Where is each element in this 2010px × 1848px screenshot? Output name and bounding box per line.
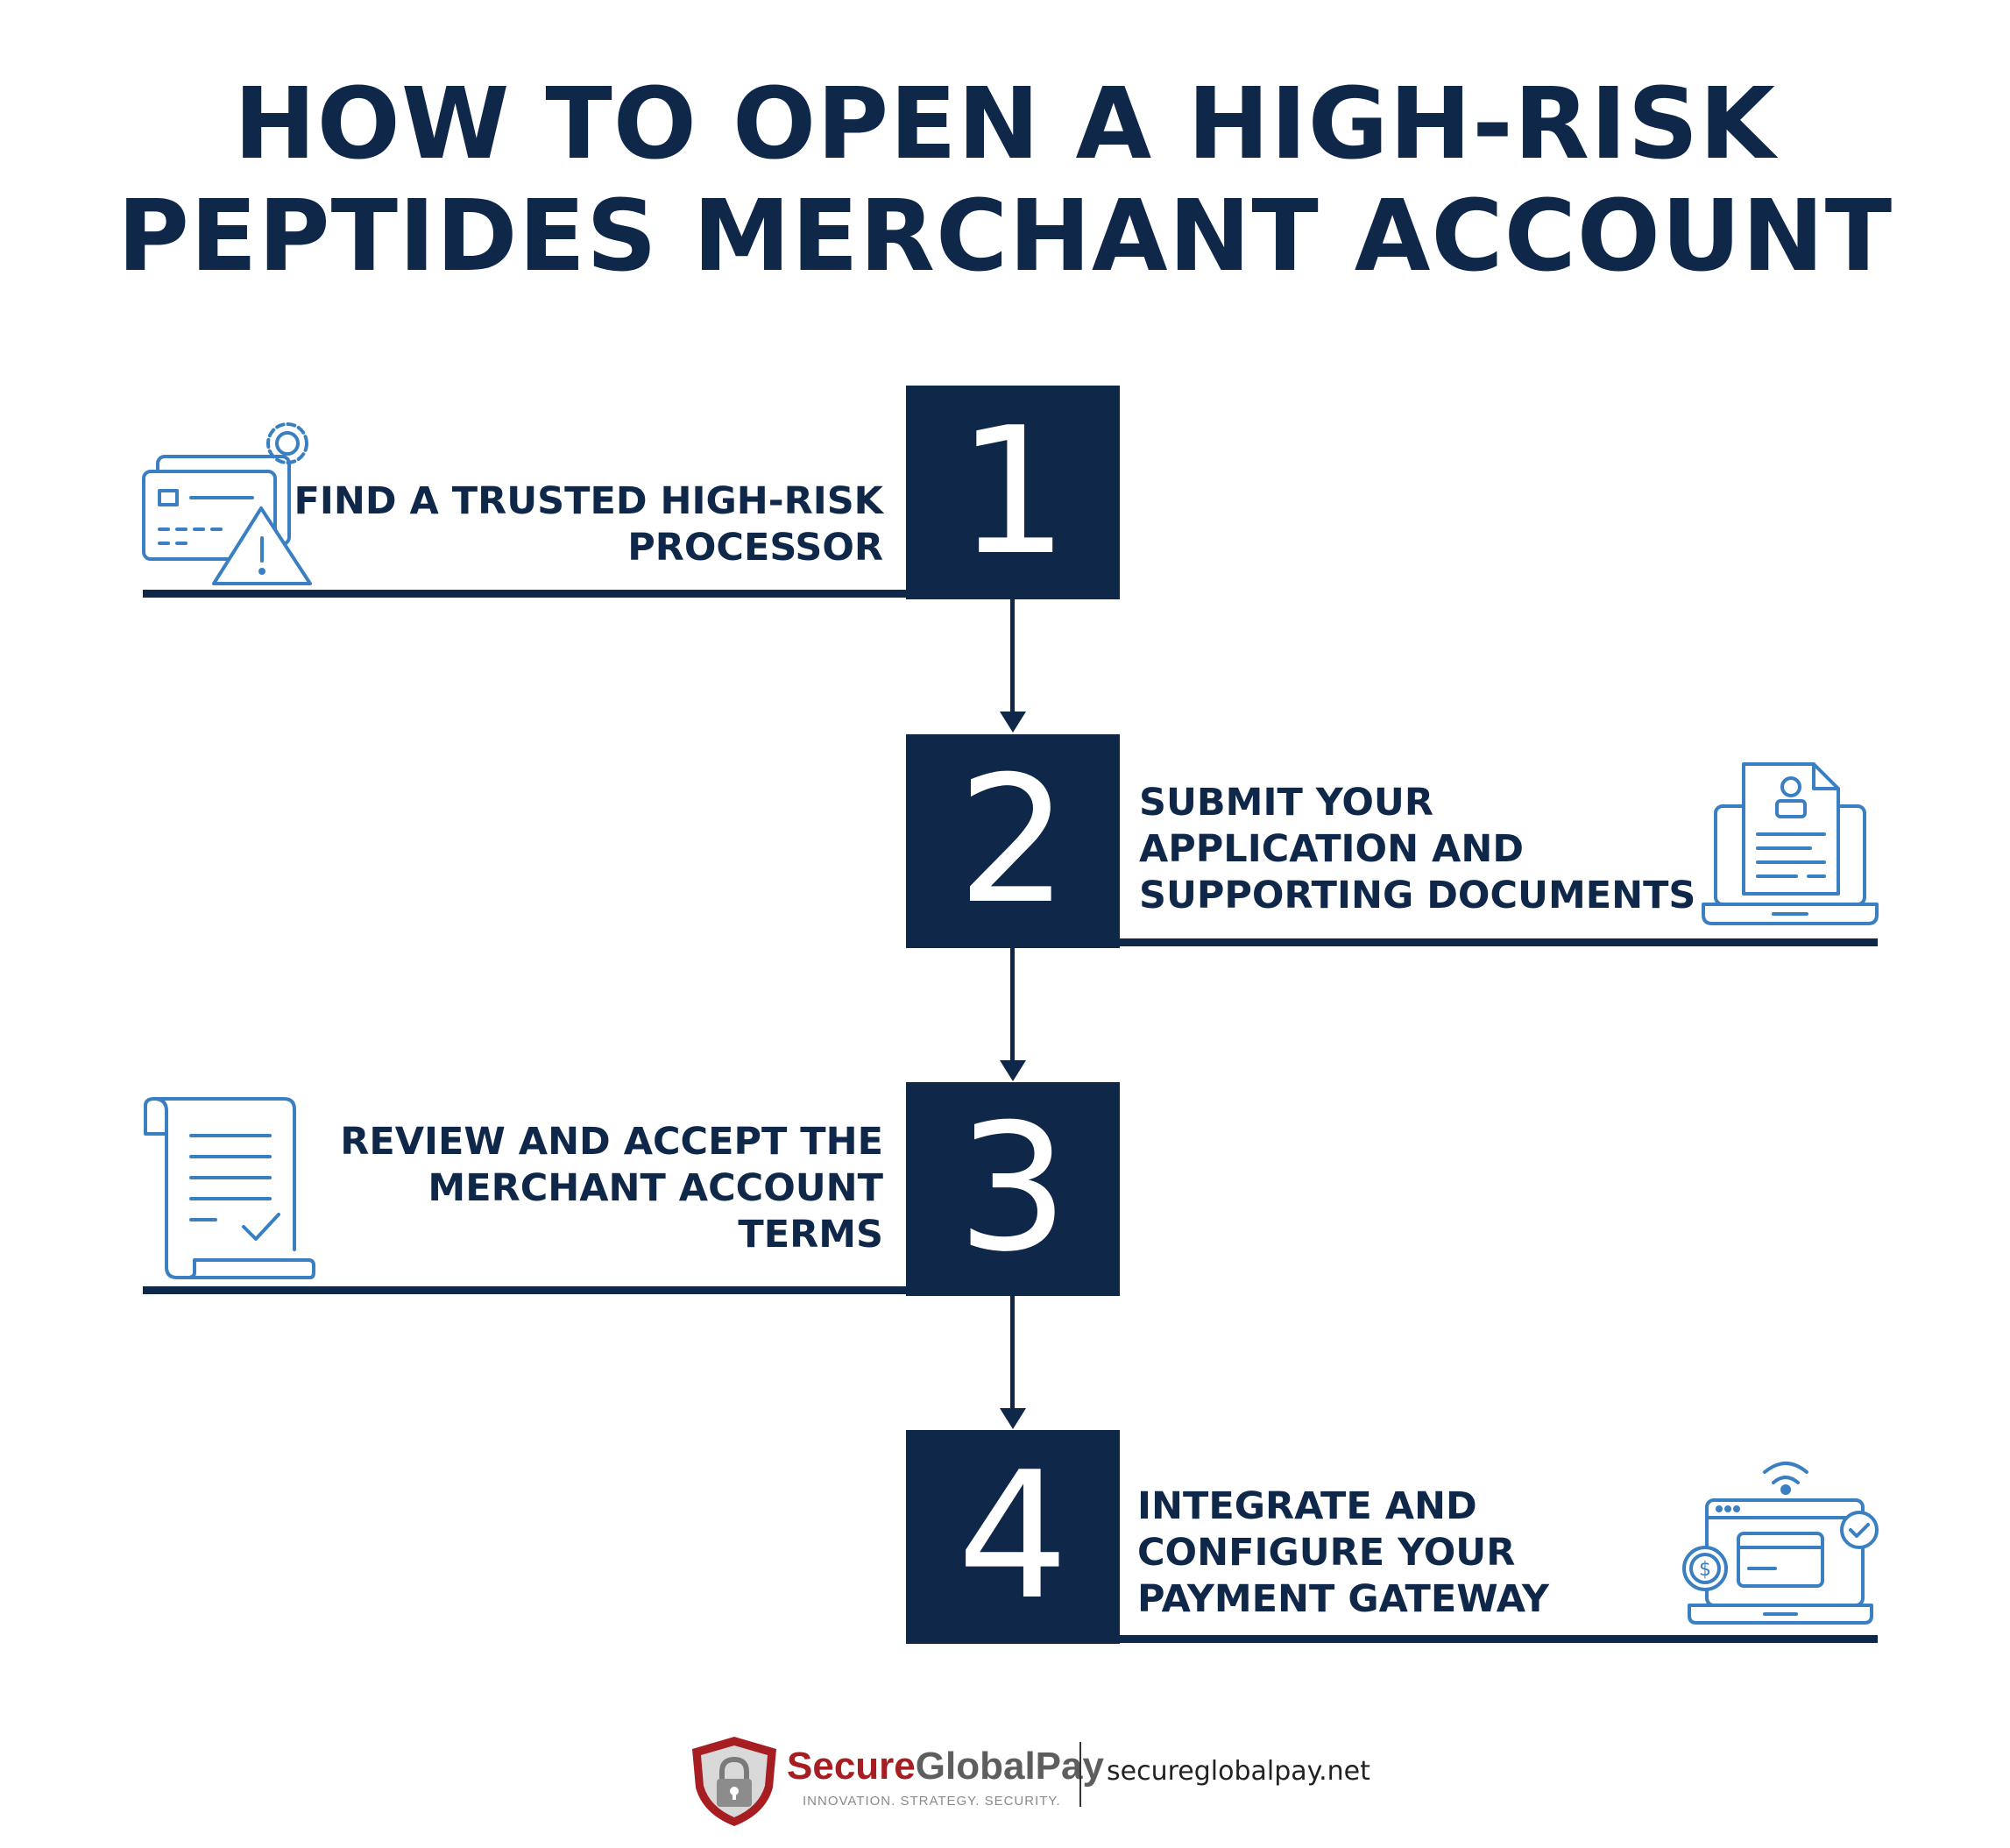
connector-2-3 — [1010, 948, 1015, 1062]
step-3-line-2: MERCHANT ACCOUNT — [428, 1166, 883, 1210]
website-link[interactable]: secureglobalpay.net — [1107, 1756, 1370, 1787]
step-1-text: FIND A TRUSTED HIGH-RISK PROCESSOR — [294, 478, 883, 571]
contract-scroll-icon — [138, 1095, 319, 1283]
step-4-line-1: INTEGRATE AND — [1137, 1484, 1477, 1528]
arrow-down-icon — [1000, 1408, 1026, 1429]
step-1-rule — [143, 590, 911, 598]
title-line-1: HOW TO OPEN A HIGH-RISK — [233, 67, 1777, 181]
step-1-line-1: FIND A TRUSTED HIGH-RISK — [294, 479, 883, 523]
step-3-text: REVIEW AND ACCEPT THE MERCHANT ACCOUNT T… — [340, 1119, 883, 1258]
brand-secure: Secure — [787, 1745, 916, 1788]
connector-1-2 — [1010, 599, 1015, 713]
laptop-payment-icon: $ — [1681, 1455, 1880, 1630]
step-4-line-2: CONFIGURE YOUR — [1137, 1531, 1516, 1575]
title-line-2: PEPTIDES MERCHANT ACCOUNT — [117, 180, 1893, 294]
arrow-down-icon — [1000, 712, 1026, 733]
step-2-line-1: SUBMIT YOUR — [1139, 781, 1433, 825]
laptop-document-icon — [1700, 757, 1880, 936]
step-4-rule — [1113, 1635, 1878, 1643]
step-4-line-3: PAYMENT GATEWAY — [1137, 1577, 1550, 1621]
step-2-line-3: SUPPORTING DOCUMENTS — [1139, 874, 1696, 917]
step-2-line-2: APPLICATION AND — [1139, 827, 1525, 871]
step-2-rule — [1113, 938, 1878, 946]
brand-globalpay: GlobalPay — [915, 1745, 1104, 1788]
credit-card-warning-icon — [138, 417, 322, 592]
step-4-text: INTEGRATE AND CONFIGURE YOUR PAYMENT GAT… — [1137, 1483, 1549, 1623]
step-4-number: 4 — [906, 1430, 1120, 1644]
brand-name: SecureGlobalPay — [787, 1745, 1104, 1788]
page-title: HOW TO OPEN A HIGH-RISK PEPTIDES MERCHAN… — [0, 68, 2010, 293]
svg-text:$: $ — [1699, 1559, 1711, 1581]
step-2-text: SUBMIT YOUR APPLICATION AND SUPPORTING D… — [1139, 780, 1695, 919]
shield-lock-icon — [682, 1733, 822, 1830]
step-1-line-2: PROCESSOR — [627, 526, 883, 570]
brand-tagline: INNOVATION. STRATEGY. SECURITY. — [803, 1794, 1061, 1809]
footer-divider — [1079, 1742, 1081, 1807]
step-3-rule — [143, 1286, 911, 1294]
step-2-number: 2 — [906, 734, 1120, 948]
step-3-line-3: TERMS — [738, 1213, 883, 1257]
step-1-number-label: 1 — [957, 390, 1069, 594]
connector-3-4 — [1010, 1296, 1015, 1410]
arrow-down-icon — [1000, 1060, 1026, 1081]
step-1-number: 1 — [906, 386, 1120, 599]
step-4-number-label: 4 — [957, 1434, 1069, 1639]
step-2-number-label: 2 — [957, 739, 1069, 943]
step-3-line-1: REVIEW AND ACCEPT THE — [340, 1120, 883, 1164]
step-3-number-label: 3 — [957, 1087, 1069, 1291]
step-3-number: 3 — [906, 1082, 1120, 1296]
